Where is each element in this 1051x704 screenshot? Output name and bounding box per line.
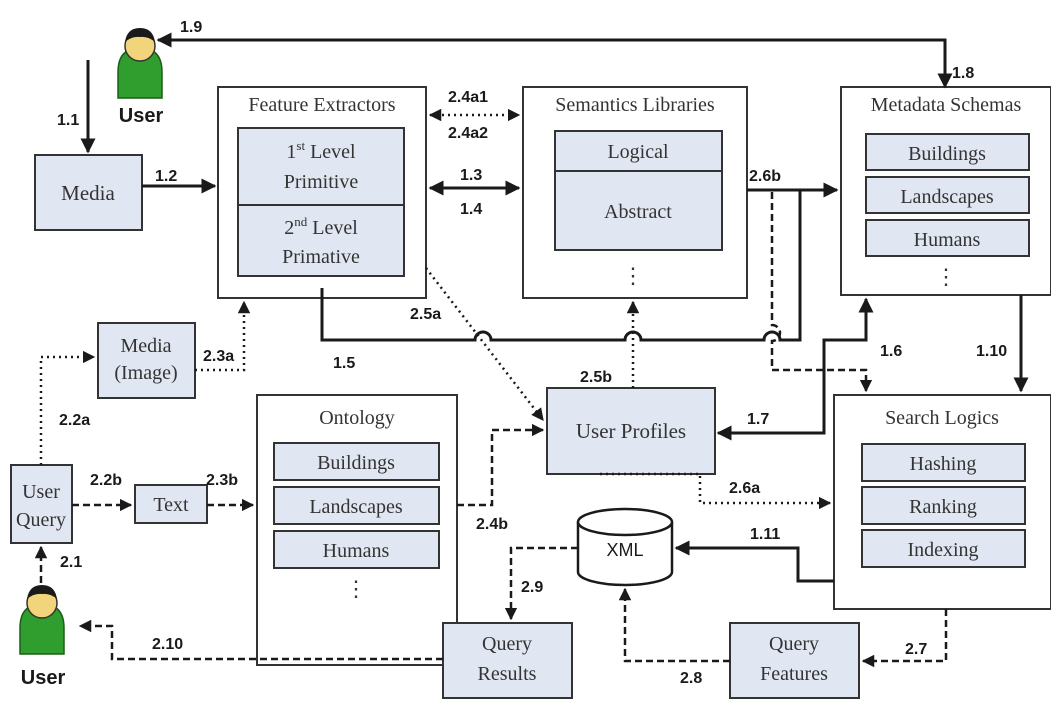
arrow-2-6a — [600, 472, 832, 510]
first-level-line2: Primitive — [284, 171, 359, 193]
xml-label: XML — [606, 540, 643, 560]
arrow-2-7 — [861, 609, 948, 668]
search-logics-box: Search Logics Hashing Ranking Indexing — [833, 394, 1051, 610]
label-1-2: 1.2 — [155, 168, 177, 185]
label-2-4a1: 2.4a1 — [448, 89, 488, 106]
label-2-6b: 2.6b — [749, 168, 781, 185]
label-1-8: 1.8 — [952, 65, 974, 82]
ontology-landscapes: Landscapes — [309, 496, 403, 518]
user-query-box: User Query — [10, 464, 73, 544]
query-results-box: Query Results — [442, 622, 573, 699]
user-query-line1: User — [22, 481, 60, 503]
user-query-line2: Query — [16, 509, 66, 531]
arrow-2-3a — [195, 300, 251, 372]
label-2-5a: 2.5a — [410, 306, 441, 323]
bottom-user-label: User — [21, 667, 66, 689]
label-1-11: 1.11 — [750, 526, 780, 543]
semantics-libraries-title: Semantics Libraries — [555, 94, 715, 116]
label-2-1: 2.1 — [60, 554, 82, 571]
arrow-2-10 — [78, 619, 443, 661]
label-2-3a: 2.3a — [203, 348, 234, 365]
ontology-humans: Humans — [323, 540, 390, 562]
search-ranking: Ranking — [909, 496, 977, 518]
metadata-landscapes: Landscapes — [900, 186, 994, 208]
arrow-2-9 — [504, 546, 578, 621]
label-1-1: 1.1 — [57, 112, 79, 129]
second-level-line2: Primative — [282, 246, 360, 268]
media-box: Media — [34, 154, 143, 231]
arrow-2-8 — [618, 587, 730, 663]
label-2-6a: 2.6a — [729, 480, 760, 497]
ontology-ellipsis: ⋮ — [345, 576, 367, 601]
query-results-line1: Query — [482, 633, 532, 655]
user-profiles-box: User Profiles — [546, 387, 716, 475]
label-2-5b: 2.5b — [580, 369, 612, 386]
label-1-10: 1.10 — [976, 343, 1007, 360]
label-1-7: 1.7 — [747, 411, 769, 428]
label-2-2a: 2.2a — [59, 412, 90, 429]
search-hashing: Hashing — [910, 453, 977, 475]
arrow-1-6-1-7 — [716, 297, 874, 441]
label-1-9: 1.9 — [180, 19, 202, 36]
query-features-line1: Query — [769, 633, 819, 655]
search-logics-title: Search Logics — [885, 407, 999, 429]
feature-extractors-box: Feature Extractors 1st Level Primitive 2… — [217, 86, 427, 299]
arrow-2-5a — [425, 267, 544, 421]
query-features-line2: Features — [760, 663, 828, 685]
top-user-label: User — [119, 105, 164, 127]
ontology-title: Ontology — [319, 407, 395, 429]
query-features-box: Query Features — [729, 622, 860, 699]
abstract-label: Abstract — [604, 201, 672, 223]
text-label: Text — [153, 494, 189, 516]
bottom-user-icon — [19, 585, 65, 655]
query-results-line2: Results — [478, 663, 537, 685]
media-image-line1: Media — [120, 335, 171, 357]
label-2-4a2: 2.4a2 — [448, 125, 488, 142]
ontology-box: Ontology Buildings Landscapes Humans ⋮ — [256, 394, 458, 666]
label-1-5: 1.5 — [333, 355, 355, 372]
metadata-schemas-title: Metadata Schemas — [871, 94, 1022, 116]
media-label: Media — [61, 181, 115, 205]
arrow-2-4b — [457, 423, 545, 507]
semantics-libraries-box: Semantics Libraries Logical Abstract ⋮ — [522, 86, 748, 299]
media-image-box: Media (Image) — [97, 322, 196, 399]
logical-label: Logical — [607, 141, 669, 163]
ontology-buildings: Buildings — [317, 452, 395, 474]
arrow-1-9 — [156, 32, 953, 89]
label-2-10: 2.10 — [152, 636, 183, 653]
label-2-7: 2.7 — [905, 641, 927, 658]
metadata-humans: Humans — [914, 229, 981, 251]
label-2-3b: 2.3b — [206, 472, 238, 489]
xml-database-cylinder: XML — [576, 507, 674, 587]
label-2-9: 2.9 — [521, 579, 543, 596]
metadata-ellipsis: ⋮ — [935, 264, 957, 289]
label-2-8: 2.8 — [680, 670, 702, 687]
label-1-3: 1.3 — [460, 167, 482, 184]
label-1-4: 1.4 — [460, 201, 482, 218]
first-level-line1: 1st Level — [286, 138, 356, 163]
top-user-icon — [117, 28, 163, 99]
arrow-1-11 — [674, 540, 834, 583]
text-box: Text — [134, 484, 208, 524]
metadata-schemas-box: Metadata Schemas Buildings Landscapes Hu… — [840, 86, 1051, 296]
metadata-buildings: Buildings — [908, 143, 986, 165]
second-level-line1: 2nd Level — [284, 214, 358, 239]
label-2-2b: 2.2b — [90, 472, 122, 489]
label-1-6: 1.6 — [880, 343, 902, 360]
arrow-2-2a — [39, 350, 96, 465]
feature-extractors-title: Feature Extractors — [248, 94, 395, 116]
media-image-line2: (Image) — [114, 362, 177, 384]
label-2-4b: 2.4b — [476, 516, 508, 533]
semantics-ellipsis: ⋮ — [622, 263, 644, 288]
search-indexing: Indexing — [907, 539, 978, 561]
user-profiles-label: User Profiles — [576, 419, 686, 443]
